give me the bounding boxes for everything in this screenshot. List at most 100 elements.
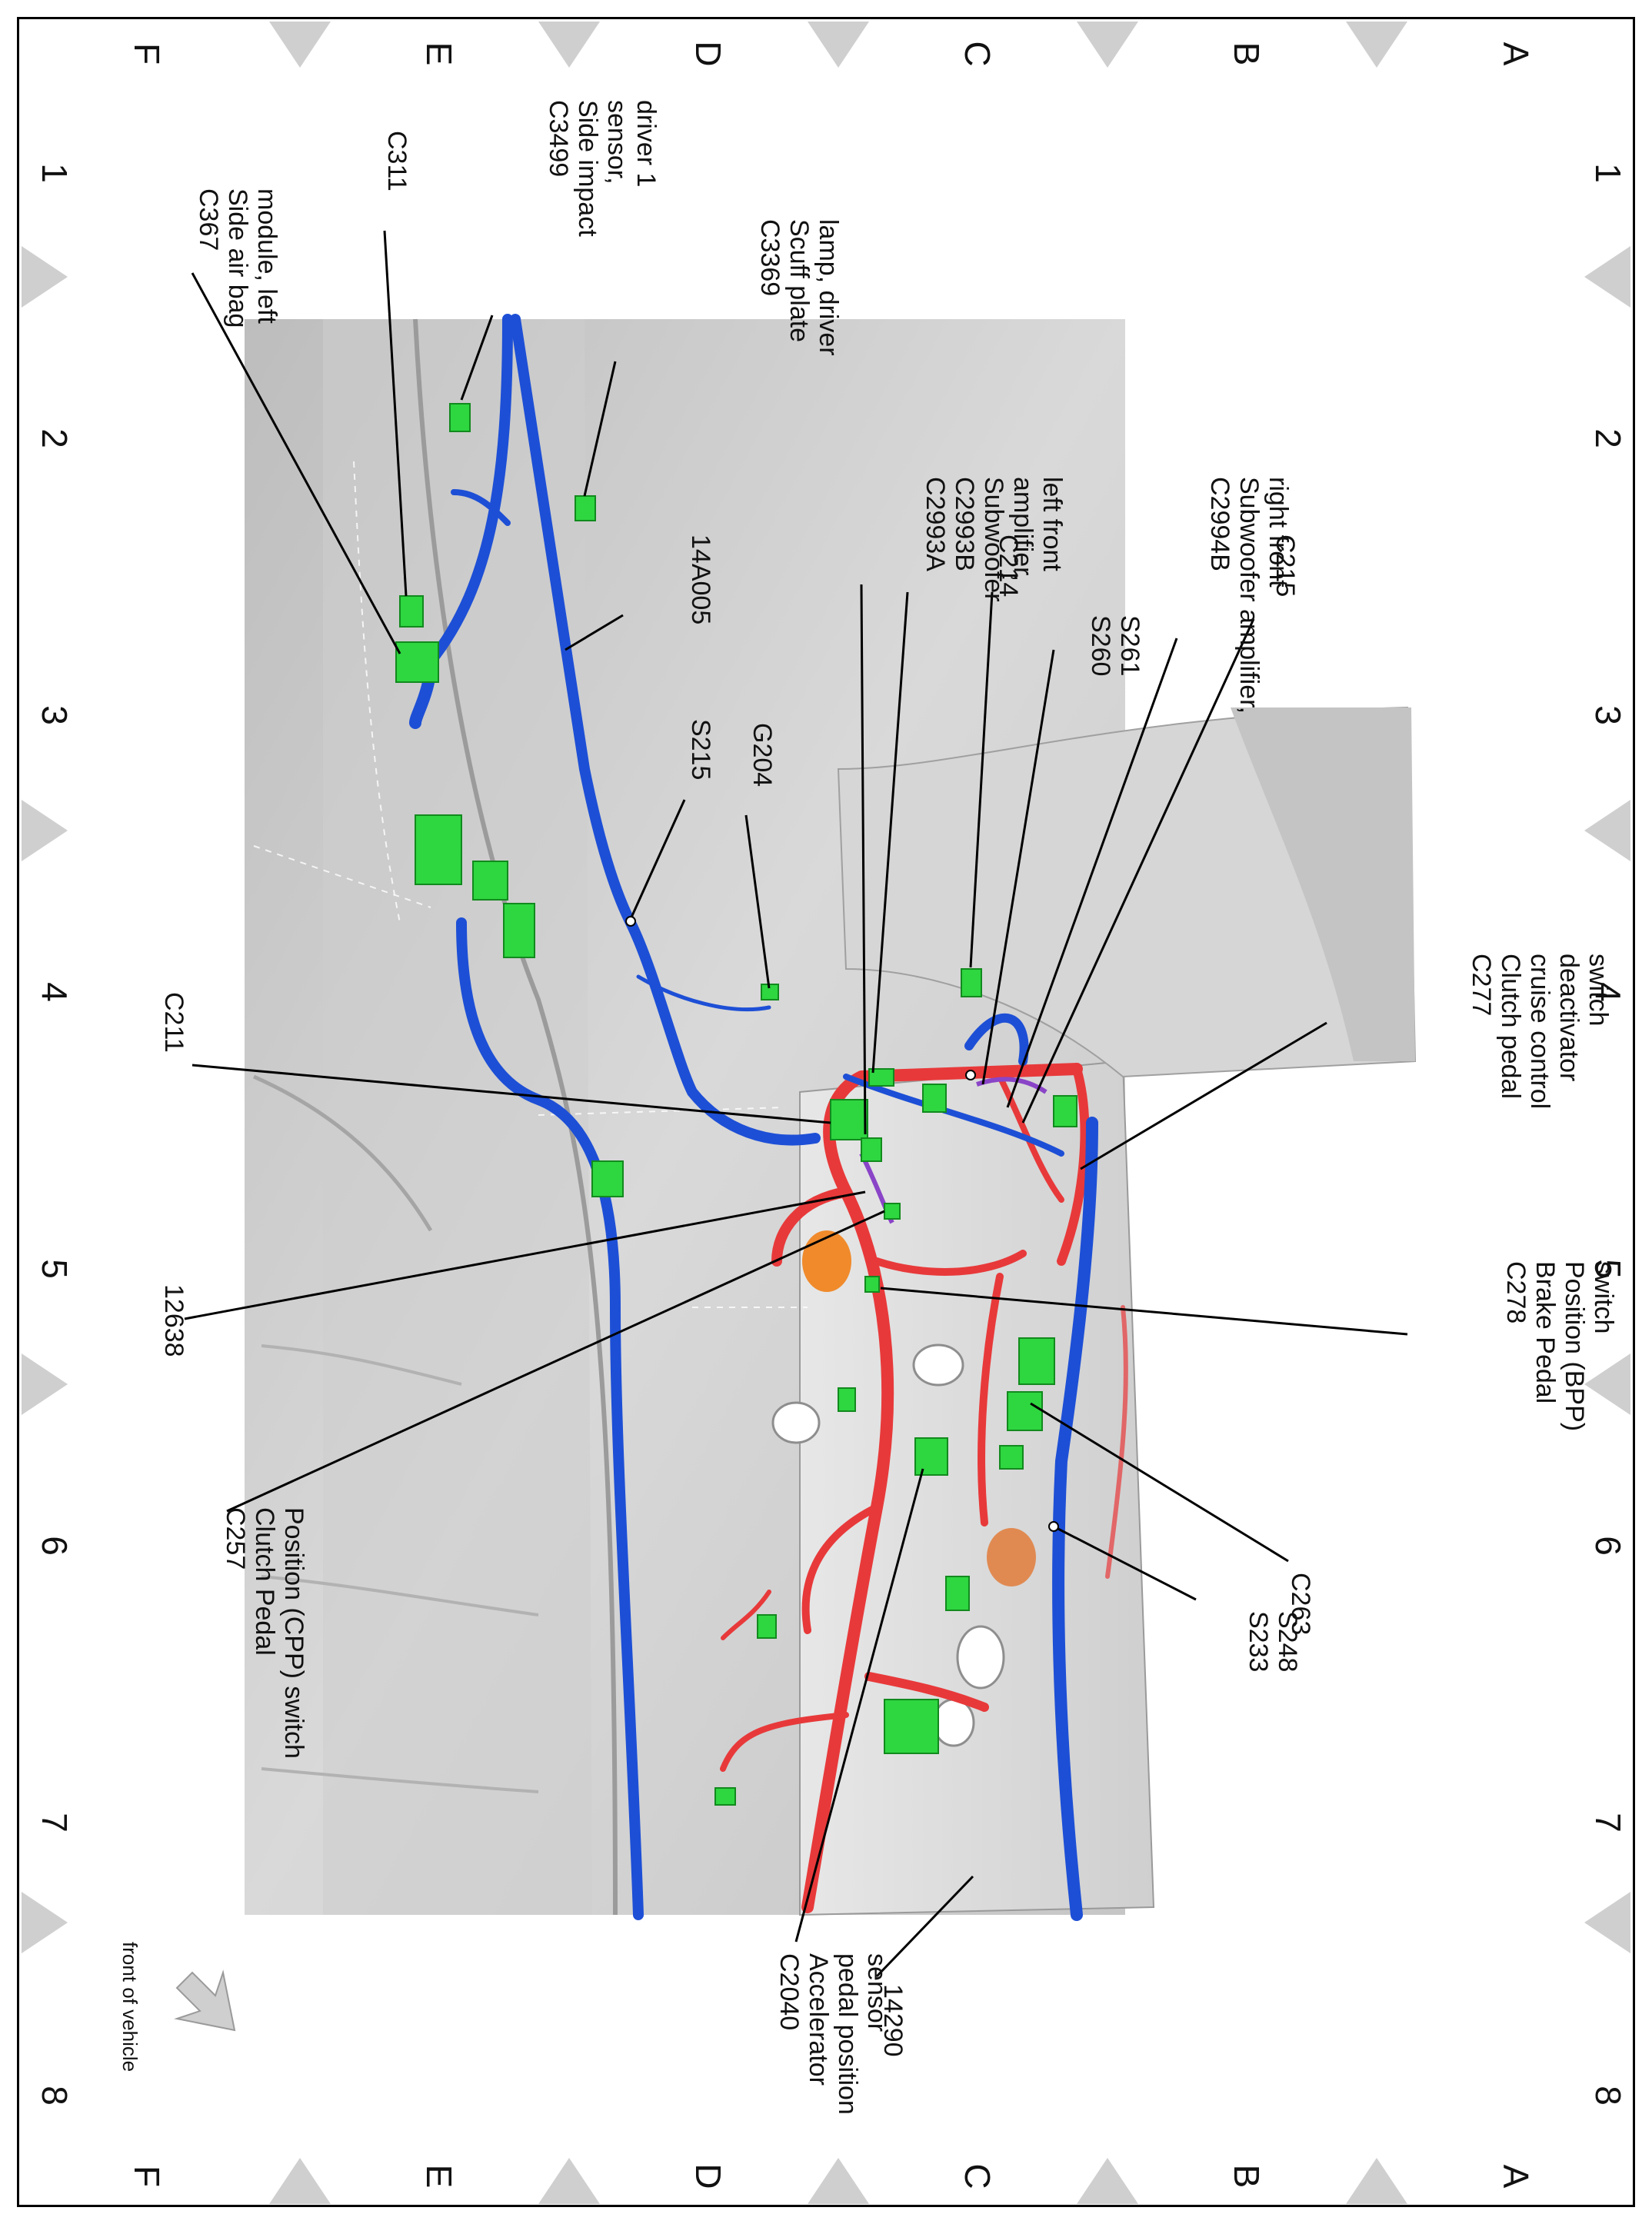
front-of-vehicle-indicator: front of vehicle <box>118 1942 236 2072</box>
blue-wiring-harness <box>409 314 1098 1921</box>
callout-c2994b: C2994B Subwoofer amplifier, right front <box>1205 477 1293 721</box>
callout-c277-line2: Clutch pedal <box>1496 954 1525 1099</box>
col-label-8-right: 8 <box>1588 2086 1628 2106</box>
callout-14a005: 14A005 <box>686 534 715 624</box>
callout-c2994b-line3: right front <box>1264 477 1293 588</box>
callout-c3369-line2: Scuff plate <box>784 219 814 342</box>
row-label-f: F <box>127 43 167 65</box>
callout-c3369: C3369 Scuff plate lamp, driver <box>755 219 843 356</box>
col-label-4: 4 <box>35 982 75 1002</box>
callout-c3369-line1: C3369 <box>755 219 784 296</box>
callout-c2040-line1: C2040 <box>774 1953 804 2030</box>
callout-c2993-line5: left front <box>1037 477 1067 571</box>
front-of-vehicle-label: front of vehicle <box>118 1942 142 2072</box>
callout-s260-line2: S261 <box>1115 615 1144 676</box>
vehicle-body-illustration <box>245 318 1417 1916</box>
row-label-f-bottom: F <box>127 2166 167 2187</box>
callout-c3499-line4: driver 1 <box>631 100 661 187</box>
callout-14290: 14290 <box>878 1984 908 2057</box>
col-label-2: 2 <box>35 428 75 448</box>
row-label-d-bottom: D <box>688 2163 728 2189</box>
callout-c257: C257 Clutch Pedal Position (CPP) switch <box>221 1507 308 1759</box>
col-label-3: 3 <box>35 705 75 725</box>
col-label-6: 6 <box>35 1536 75 1556</box>
row-labels-top: F E D C B A <box>127 41 1536 66</box>
callout-c2994b-line1: C2994B <box>1205 477 1234 571</box>
col-label-7: 7 <box>35 1813 75 1833</box>
row-label-c-bottom: C <box>958 2163 998 2189</box>
callout-c277: C277 Clutch pedal cruise control deactiv… <box>1467 954 1613 1117</box>
callout-c2040-line4: sensor <box>862 1953 891 2032</box>
callout-c367-line3: module, left <box>252 188 281 324</box>
callout-s233-line2: S248 <box>1273 1611 1302 1672</box>
col-label-7-right: 7 <box>1588 1813 1628 1833</box>
page-frame <box>17 17 1635 2207</box>
col-label-5: 5 <box>35 1259 75 1279</box>
callout-s260: S260 S261 <box>1086 615 1144 684</box>
col-label-3-right: 3 <box>1588 705 1628 725</box>
connectors <box>395 403 1077 1806</box>
callout-c3499: C3499 Side impact sensor, driver 1 <box>544 100 661 244</box>
callout-c263: C263 <box>1286 1573 1315 1635</box>
callout-c2993-line3: Subwoofer <box>979 477 1008 602</box>
grid-markers <box>22 22 1630 2204</box>
callout-c278: C278 Brake Pedal Position (BPP) switch <box>1501 1261 1618 1439</box>
callout-g204: G204 <box>748 723 777 787</box>
callout-c211: C211 <box>159 992 188 1053</box>
callout-c278-line4: switch <box>1589 1261 1618 1333</box>
callout-c214: C214 <box>994 534 1023 597</box>
callout-c3499-line2: Side impact <box>573 100 602 237</box>
callout-c257-line2: Clutch Pedal <box>250 1507 279 1656</box>
callout-c367-line2: Side air bag <box>223 188 252 328</box>
row-label-b-bottom: B <box>1227 2165 1267 2189</box>
callout-c367: C367 Side air bag module, left <box>194 188 281 335</box>
callout-c2040-line2: Accelerator <box>804 1953 833 2086</box>
callout-s233: S233 S248 <box>1244 1611 1302 1680</box>
row-label-d: D <box>688 41 728 66</box>
callout-c2994b-line2: Subwoofer amplifier, <box>1234 477 1264 714</box>
callout-c2993-line2: C2993B <box>950 477 979 571</box>
row-label-a-bottom: A <box>1496 2165 1536 2189</box>
callout-c2993-line4: amplifier, <box>1008 477 1037 581</box>
callout-labels: C3499 Side impact sensor, driver 1 C3369… <box>159 100 1618 2122</box>
col-label-2-right: 2 <box>1588 428 1628 448</box>
row-label-e: E <box>419 42 459 66</box>
orange-grommets <box>802 1230 1036 1586</box>
callout-c278-line2: Brake Pedal <box>1530 1261 1560 1403</box>
callout-c2040: C2040 Accelerator pedal position sensor <box>774 1953 891 2122</box>
callout-c277-line4: deactivator <box>1554 954 1584 1081</box>
callout-s215: S215 <box>686 719 715 780</box>
callout-s233-line1: S233 <box>1244 1611 1273 1672</box>
callout-c2993-line1: C2993A <box>921 477 950 571</box>
col-label-4-right: 4 <box>1588 982 1628 1002</box>
col-label-1: 1 <box>35 163 75 183</box>
row-label-c: C <box>958 41 998 66</box>
row-label-e-bottom: E <box>419 2165 459 2189</box>
callout-s260-line1: S260 <box>1086 615 1115 676</box>
callout-c277-line5: switch <box>1584 954 1613 1026</box>
callout-12638: 12638 <box>159 1284 188 1357</box>
red-wiring-harness <box>720 1063 1128 1913</box>
callout-c277-line1: C277 <box>1467 954 1496 1016</box>
col-label-8: 8 <box>35 2086 75 2106</box>
callout-c311: C311 <box>382 131 411 191</box>
row-label-a: A <box>1496 42 1536 66</box>
row-label-b: B <box>1227 42 1267 66</box>
callout-c215: C215 <box>1271 534 1300 597</box>
column-labels-left: 1 2 3 4 5 6 7 8 <box>35 163 75 2106</box>
callout-c3499-line3: sensor, <box>602 100 631 185</box>
col-label-5-right: 5 <box>1588 1259 1628 1279</box>
column-labels-right: 1 2 3 4 5 6 7 8 <box>1588 163 1628 2106</box>
leader-lines <box>184 230 1408 1978</box>
col-label-6-right: 6 <box>1588 1536 1628 1556</box>
callout-c257-line1: C257 <box>221 1507 250 1570</box>
arrow-icon <box>174 1969 236 2032</box>
callout-c2993: C2993A C2993B Subwoofer amplifier, left … <box>921 477 1067 609</box>
callout-c278-line1: C278 <box>1501 1261 1530 1323</box>
row-labels-bottom: F E D C B A <box>127 2163 1536 2189</box>
callout-c3369-line3: lamp, driver <box>814 219 843 356</box>
callout-c257-line3: Position (CPP) switch <box>279 1507 308 1759</box>
callout-c2040-line3: pedal position <box>833 1953 862 2115</box>
splice-markers <box>625 916 1059 1532</box>
